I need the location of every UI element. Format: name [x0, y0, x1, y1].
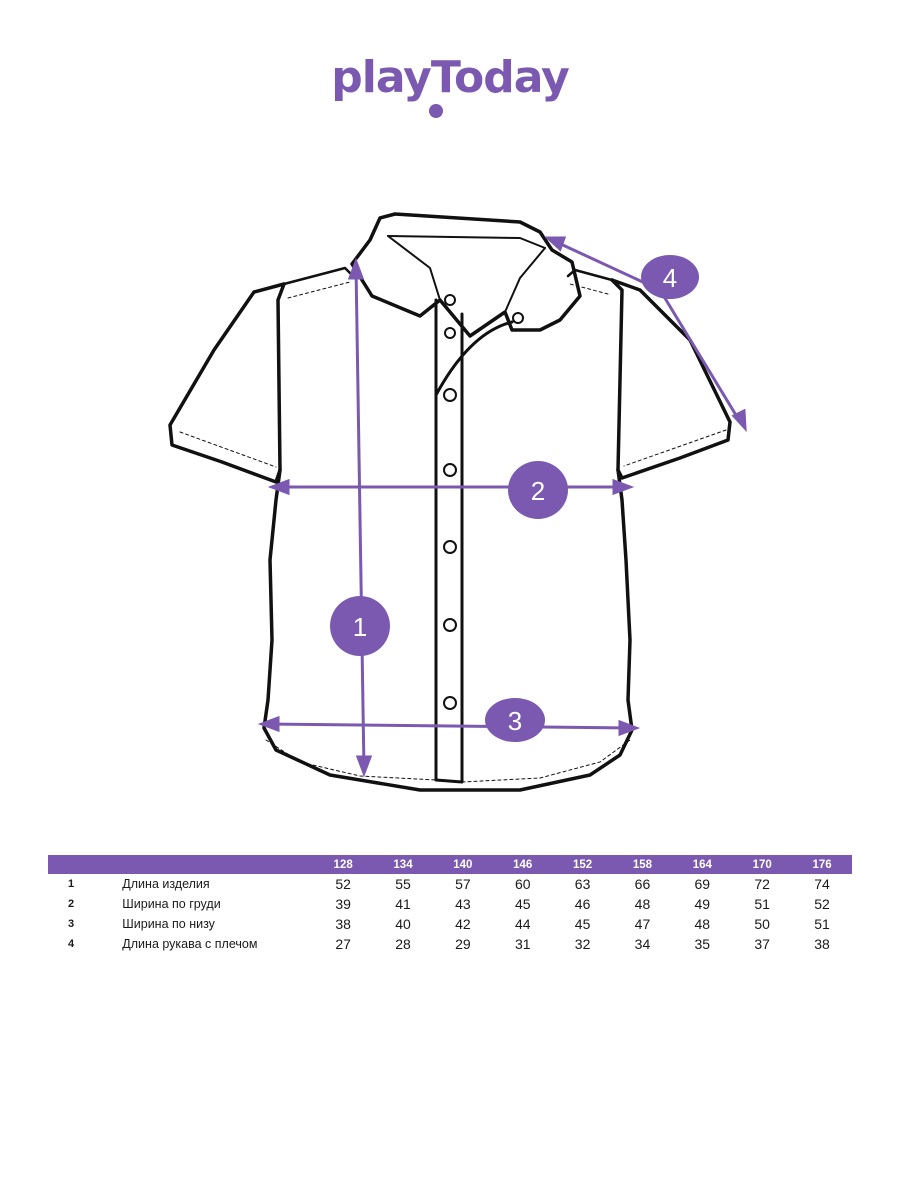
table-row: 2 Ширина по груди 39 41 43 45 46 48 49 5…	[48, 894, 852, 914]
table-cell: 29	[455, 936, 471, 952]
size-header: 164	[672, 855, 733, 874]
row-name: Ширина по груди	[122, 897, 221, 911]
row-name: Длина изделия	[122, 877, 210, 891]
table-cell: 38	[814, 936, 830, 952]
arrowhead	[618, 719, 641, 737]
row-number: 2	[68, 898, 75, 910]
table-cell: 51	[814, 916, 830, 932]
row-number: 3	[68, 918, 75, 930]
logo-text: playToday	[331, 52, 570, 103]
header-blank	[48, 855, 123, 874]
button	[443, 696, 457, 710]
row-name: Длина рукава с плечом	[122, 937, 258, 951]
table-cell: 38	[335, 916, 351, 932]
table-cell: 52	[335, 876, 351, 892]
table-cell: 47	[634, 916, 651, 932]
arrowhead	[267, 478, 290, 496]
button	[443, 388, 457, 402]
arrowhead	[347, 257, 365, 280]
table-cell: 28	[395, 936, 411, 952]
marker-bubble-2	[508, 461, 568, 519]
arrowhead	[731, 408, 747, 433]
marker-bubble-4	[641, 255, 699, 299]
table-cell: 45	[574, 916, 591, 932]
table-cell: 32	[574, 936, 591, 952]
table-cell: 43	[455, 896, 471, 912]
marker-label-4: 4	[663, 263, 677, 293]
table-cell: 55	[395, 876, 411, 892]
row-name: Ширина по низу	[122, 917, 215, 931]
size-header: 146	[492, 855, 553, 874]
table-cell: 42	[455, 916, 471, 932]
size-header: 152	[552, 855, 613, 874]
table-cell: 31	[514, 936, 531, 952]
marker-label-1: 1	[353, 612, 367, 642]
size-header: 176	[792, 855, 852, 874]
button	[444, 294, 456, 306]
shirt-buttons	[443, 294, 524, 710]
size-header: 170	[732, 855, 793, 874]
table-cell: 60	[514, 876, 531, 892]
marker-bubbles: 1 2 3 4	[330, 255, 699, 742]
table-cell: 34	[634, 936, 651, 952]
table-row: 1 Длина изделия 52 55 57 60 63 66 69 72 …	[48, 874, 852, 894]
placket-outline	[434, 298, 464, 784]
table-cell: 48	[634, 896, 651, 912]
row-number: 1	[68, 878, 75, 890]
button	[443, 463, 457, 477]
button	[512, 312, 524, 324]
arrowhead	[355, 755, 373, 778]
left-sleeve-outline	[168, 282, 286, 484]
button	[444, 327, 456, 339]
measure-line-1	[354, 265, 366, 771]
right-sleeve-outline	[610, 278, 732, 480]
shirt-body-outline	[262, 278, 634, 792]
table-cell: 45	[514, 896, 531, 912]
row-number: 4	[68, 938, 75, 950]
size-header: 134	[373, 855, 433, 874]
marker-label-2: 2	[531, 476, 545, 506]
marker-bubble-1	[330, 596, 390, 656]
table-cell: 46	[574, 896, 591, 912]
header-blank	[122, 855, 314, 874]
table-cell: 72	[754, 876, 770, 892]
table-cell: 44	[514, 916, 531, 932]
table-cell: 27	[335, 936, 351, 952]
arrowhead	[612, 478, 635, 496]
table-row: 3 Ширина по низу 38 40 42 44 45 47 48 50…	[48, 914, 852, 934]
table-cell: 63	[574, 876, 591, 892]
size-table: 128 134 140 146 152 158 164 170 176 1 Дл…	[48, 855, 852, 954]
table-row: 4 Длина рукава с плечом 27 28 29 31 32 3…	[48, 934, 852, 954]
table-cell: 52	[814, 896, 830, 912]
table-cell: 51	[754, 896, 770, 912]
brand-logo: playToday	[0, 52, 900, 103]
table-cell: 66	[634, 876, 651, 892]
button	[443, 618, 457, 632]
table-cell: 57	[455, 876, 471, 892]
size-header-row: 128 134 140 146 152 158 164 170 176	[48, 855, 852, 874]
table-cell: 69	[694, 876, 711, 892]
marker-label-3: 3	[508, 706, 522, 736]
marker-bubble-3	[485, 698, 545, 742]
collar-outline	[350, 212, 582, 338]
table-cell: 40	[395, 916, 411, 932]
size-header: 128	[313, 855, 374, 874]
measure-line-3	[265, 722, 633, 730]
table-cell: 74	[814, 876, 830, 892]
table-cell: 37	[754, 936, 770, 952]
table-cell: 39	[335, 896, 351, 912]
shirt-diagram: 1 2 3 4	[168, 212, 747, 792]
table-cell: 50	[754, 916, 770, 932]
arrowhead	[544, 236, 567, 252]
arrowhead	[257, 715, 280, 733]
table-cell: 49	[694, 896, 711, 912]
table-cell: 48	[694, 916, 711, 932]
logo-dot	[429, 104, 443, 118]
size-header: 158	[612, 855, 673, 874]
table-cell: 41	[395, 896, 411, 912]
table-cell: 35	[694, 936, 711, 952]
size-header: 140	[432, 855, 493, 874]
button	[443, 540, 457, 554]
